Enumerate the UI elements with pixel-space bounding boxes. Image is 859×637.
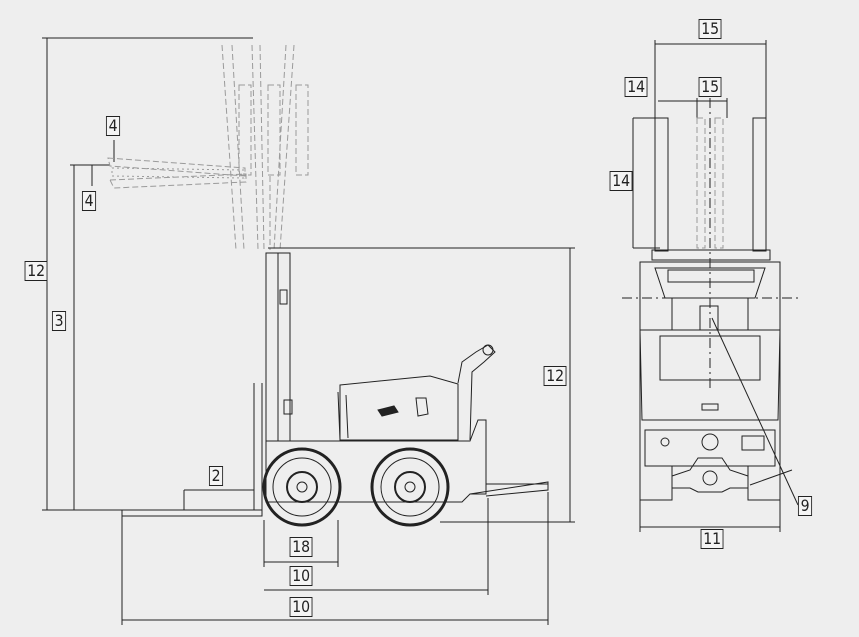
dim-wheel-diameter-label: 18 bbox=[289, 537, 313, 557]
dim-wheelbase-label: 10 bbox=[289, 566, 313, 586]
dim-machine-height-label: 12 bbox=[543, 366, 567, 386]
front-masts bbox=[652, 118, 770, 260]
front-inner-width-label: 15 bbox=[698, 77, 722, 97]
ghost-raised-mast bbox=[108, 45, 308, 250]
rear-wheel bbox=[264, 449, 340, 525]
dim-tilt-lines bbox=[92, 140, 114, 186]
front-offset-label: 14 bbox=[624, 77, 648, 97]
machine-body bbox=[266, 345, 548, 502]
front-width-lines bbox=[640, 500, 780, 532]
front-body bbox=[640, 262, 780, 500]
dim-bottom-lines bbox=[122, 492, 548, 625]
front-outer-width-label: 15 bbox=[698, 19, 722, 39]
dim-fork-thickness-label: 2 bbox=[208, 466, 224, 486]
mast bbox=[254, 253, 292, 510]
callout-leader bbox=[712, 318, 798, 505]
dim-fork-height-label: 3 bbox=[51, 311, 67, 331]
dim-total-height-label: 12 bbox=[24, 261, 48, 281]
front-view bbox=[622, 40, 800, 532]
callout-label: 9 bbox=[797, 496, 813, 516]
front-dim-lines bbox=[633, 40, 766, 248]
front-centerlines bbox=[622, 98, 800, 392]
side-view bbox=[42, 38, 575, 625]
lowered-fork bbox=[122, 490, 262, 516]
front-wheel bbox=[372, 449, 448, 525]
dim-tilt-down-label: 4 bbox=[81, 191, 97, 211]
dim-tilt-up-label: 4 bbox=[105, 116, 121, 136]
dim-machine-height-lines bbox=[268, 248, 575, 522]
front-mast-height-label: 14 bbox=[609, 171, 633, 191]
dim-total-height-lines bbox=[42, 38, 262, 510]
dim-overall-length-label: 10 bbox=[289, 597, 313, 617]
front-body-width-label: 11 bbox=[700, 529, 724, 549]
dim-fork-height-lines bbox=[70, 165, 110, 510]
